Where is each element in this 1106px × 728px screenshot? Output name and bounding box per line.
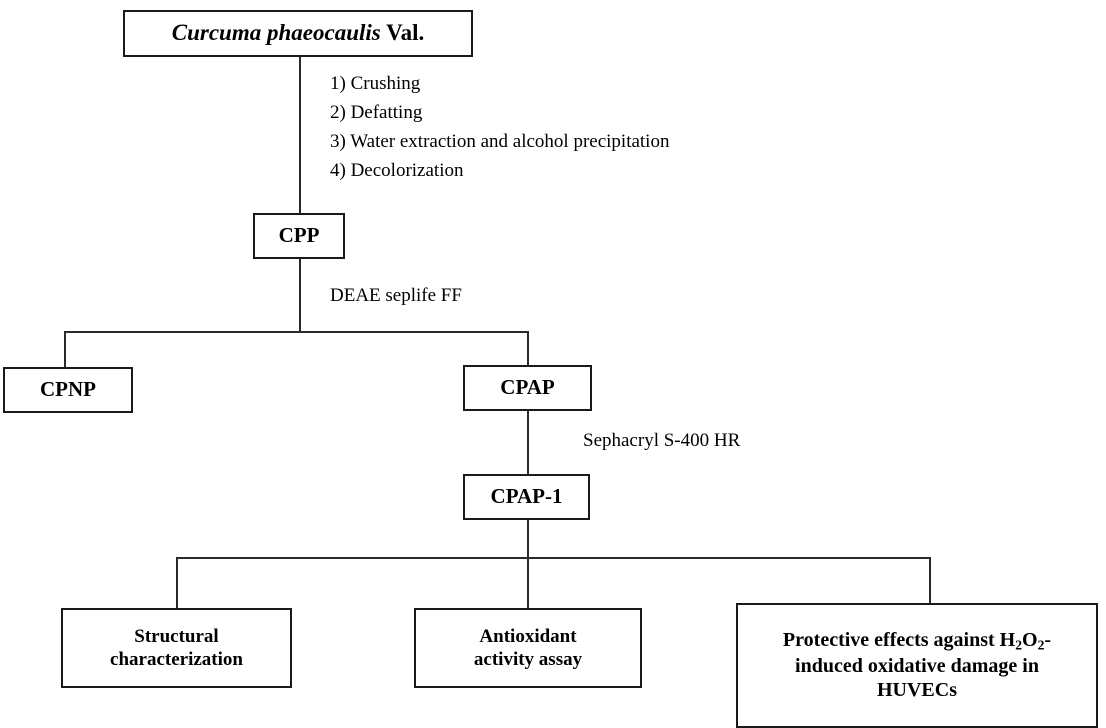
connector-drop-cpnp [64, 331, 66, 367]
outcome-structural-line2: characterization [110, 649, 243, 670]
connector-bus-fractions [64, 331, 529, 333]
outcome-protective-line2: induced oxidative damage in [795, 655, 1039, 678]
species-authority: Val. [386, 20, 425, 46]
connector-cpp-to-split [299, 259, 301, 333]
node-source-material: Curcuma phaeocaulis Val. [123, 10, 473, 57]
node-outcome-protective: Protective effects against H2O2-induced … [736, 603, 1098, 728]
connector-drop-cpap [527, 331, 529, 367]
outcome-protective-line3: HUVECs [876, 679, 957, 702]
process-step-3: 3) Water extraction and alcohol precipit… [330, 130, 670, 152]
node-cpap-label: CPAP [500, 375, 555, 400]
connector-drop-outcome-protective [929, 557, 931, 603]
process-step-1: 1) Crushing [330, 73, 421, 94]
node-cpp-label: CPP [278, 223, 320, 248]
connector-source-to-cpp [299, 57, 301, 213]
species-name: Curcuma phaeocaulis [171, 20, 381, 46]
label-sephacryl-purification: Sephacryl S-400 HR [583, 430, 741, 451]
outcome-protective-line1-b: O [1022, 629, 1038, 652]
connector-bus-outcomes [176, 557, 931, 559]
connector-drop-outcome-antioxidant [527, 557, 529, 608]
process-steps-list: 1) Crushing 2) Defatting 3) Water extrac… [330, 70, 669, 186]
outcome-protective-sub1: 2 [1015, 637, 1023, 653]
outcome-antioxidant-line2: activity assay [473, 649, 583, 670]
node-cpnp-label: CPNP [40, 377, 96, 402]
outcome-protective-sub2: 2 [1037, 637, 1045, 653]
node-cpap-1: CPAP-1 [463, 474, 590, 520]
node-cpnp: CPNP [3, 367, 133, 413]
label-deae-separation: DEAE seplife FF [330, 285, 462, 306]
node-cpp: CPP [253, 213, 345, 259]
outcome-structural-line1: Structural [134, 625, 219, 647]
outcome-protective-line1-c: - [1044, 629, 1052, 652]
process-step-4: 4) Decolorization [330, 159, 464, 181]
connector-cpap1-to-outcomes [527, 520, 529, 558]
connector-cpap-to-cpap1 [527, 411, 529, 474]
outcome-protective-text: Protective effects against H2O2-induced … [783, 628, 1051, 703]
connector-drop-outcome-structural [176, 557, 178, 608]
outcome-protective-line1-a: Protective effects against H [782, 629, 1016, 652]
node-cpap: CPAP [463, 365, 592, 411]
outcome-antioxidant-line1: Antioxidant [479, 625, 577, 647]
process-step-2: 2) Defatting [330, 101, 423, 123]
source-material-text: Curcuma phaeocaulis Val. [172, 19, 424, 47]
node-cpap-1-label: CPAP-1 [490, 484, 563, 509]
